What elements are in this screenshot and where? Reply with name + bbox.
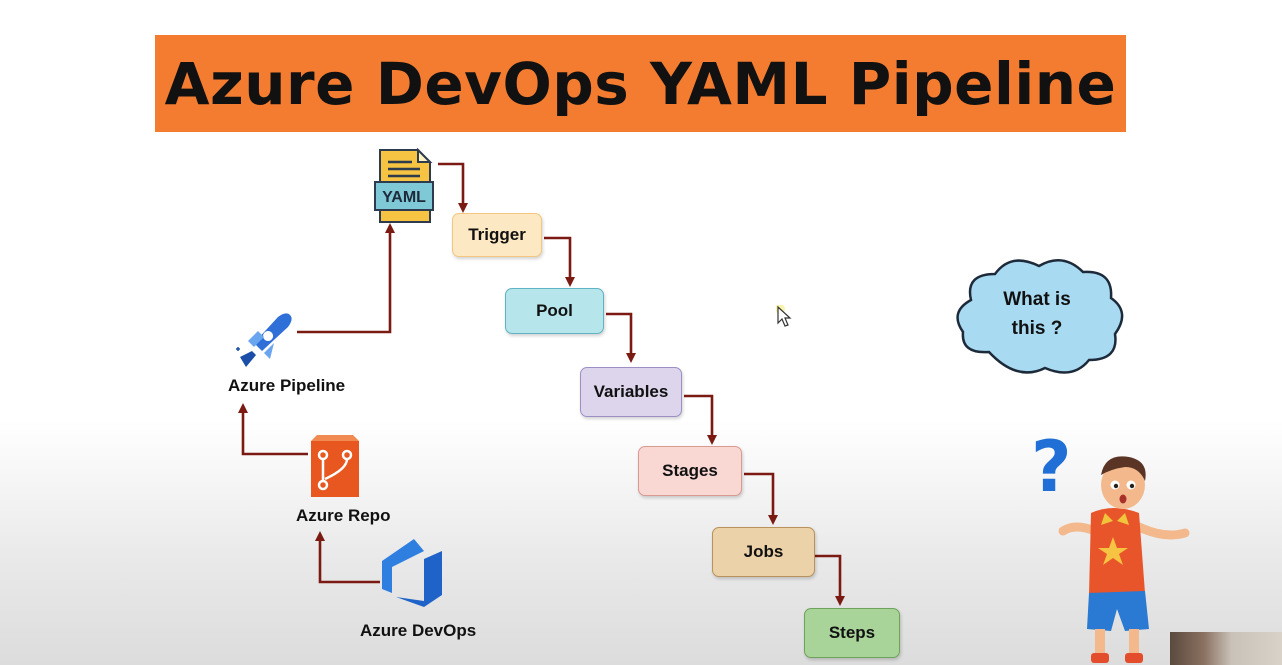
cloud-line-1: What is: [1003, 289, 1071, 310]
step-pool-label: Pool: [536, 301, 573, 320]
step-steps: Steps: [804, 608, 900, 658]
cloud-line-2: this ?: [1011, 318, 1063, 339]
confused-boy-illustration: [1058, 456, 1190, 663]
step-trigger: Trigger: [452, 213, 542, 257]
azure-pipeline-label: Azure Pipeline: [228, 376, 346, 395]
cloud-question: What is this ?: [978, 285, 1096, 343]
azure-devops-label: Azure DevOps: [360, 621, 477, 640]
azure-pipelines-rocket-icon: [236, 313, 292, 367]
arrow-yaml-trigger: [438, 162, 468, 213]
step-jobs: Jobs: [712, 527, 815, 577]
webcam-overlay: [1170, 632, 1282, 665]
arrow-devops-repo: [315, 531, 380, 584]
mouse-pointer-icon: [776, 305, 792, 327]
step-steps-label: Steps: [828, 623, 876, 642]
title-banner: Azure DevOps YAML Pipeline: [155, 35, 1126, 132]
arrow-pool-variables: [606, 312, 636, 363]
page-title: Azure DevOps YAML Pipeline: [164, 49, 1117, 118]
azure-repo-label: Azure Repo: [296, 506, 391, 525]
step-stages: Stages: [638, 446, 742, 496]
arrow-pipeline-yaml: [297, 223, 395, 334]
step-variables-label: Variables: [593, 382, 669, 401]
thought-cloud: [956, 259, 1124, 374]
step-trigger-label: Trigger: [468, 225, 526, 244]
yaml-icon-label: YAML: [382, 189, 426, 206]
step-variables: Variables: [580, 367, 682, 417]
arrow-stages-jobs: [744, 472, 778, 525]
step-pool: Pool: [505, 288, 604, 334]
arrow-jobs-steps: [815, 554, 845, 606]
azure-repos-branch-icon: [311, 435, 359, 497]
step-jobs-label: Jobs: [743, 542, 784, 561]
arrow-variables-stages: [684, 394, 717, 445]
question-mark: ?: [1031, 426, 1072, 508]
arrow-trigger-pool: [544, 236, 575, 287]
step-stages-label: Stages: [662, 461, 718, 480]
azure-devops-logo-icon: [382, 539, 442, 607]
yaml-file-icon: YAML: [374, 148, 434, 223]
arrow-repo-pipeline: [238, 403, 308, 456]
